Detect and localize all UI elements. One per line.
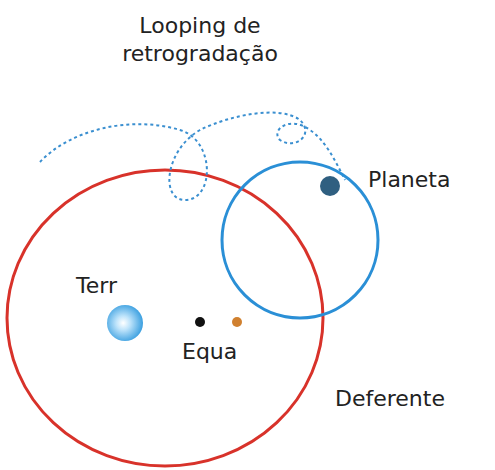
loop-label: Looping de retrogradação — [95, 12, 305, 68]
epicycle-circle — [222, 162, 378, 318]
planet-label: Planeta — [368, 166, 488, 194]
retrograde-loop — [40, 113, 345, 200]
equant-dot — [232, 317, 242, 327]
equant-label: Equa — [182, 338, 272, 366]
earth-circle — [107, 305, 143, 341]
earth-label: Terr — [76, 272, 156, 300]
center-dot — [195, 317, 205, 327]
deferent-circle — [7, 170, 323, 466]
planet-dot — [320, 176, 340, 196]
deferent-label: Deferente — [335, 385, 485, 413]
